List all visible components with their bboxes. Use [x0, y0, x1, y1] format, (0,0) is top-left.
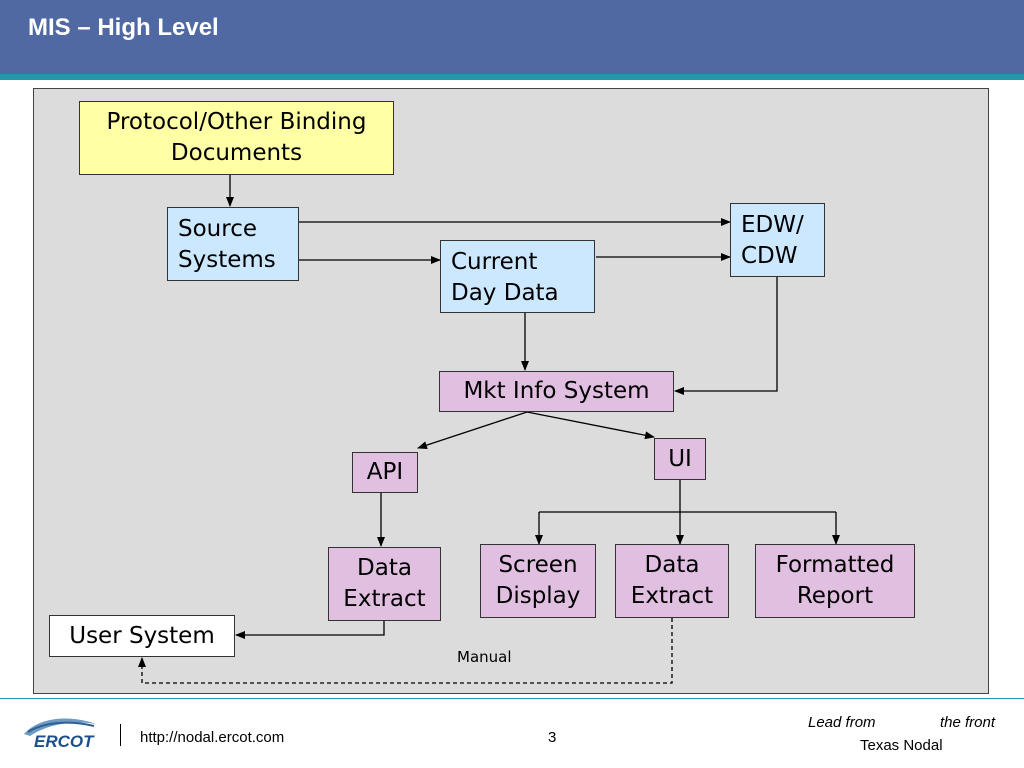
node-mkt-info-system: Mkt Info System: [439, 371, 674, 412]
node-formatted-report: Formatted Report: [755, 544, 915, 618]
node-data-extract-api: Data Extract: [328, 547, 441, 621]
footer-separator: [120, 724, 121, 746]
edge-mis-to-api: [417, 411, 528, 449]
ercot-logo: ERCOT: [24, 718, 96, 751]
logo-text: ERCOT: [34, 732, 95, 751]
node-screen-display: Screen Display: [480, 544, 596, 618]
node-protocol-documents: Protocol/Other Binding Documents: [79, 101, 394, 175]
page-number: 3: [548, 729, 557, 746]
edge-mis-to-ui: [526, 411, 655, 440]
node-edw-cdw: EDW/ CDW: [730, 203, 825, 277]
node-current-day-data: Current Day Data: [440, 240, 595, 313]
slide-header: [0, 0, 1024, 74]
edge-edw-to-mis: [674, 277, 778, 395]
edge-label-manual: Manual: [457, 648, 512, 666]
node-data-extract-ui: Data Extract: [615, 544, 729, 618]
edge-manual-to-user: [138, 618, 673, 684]
tagline-right: the front: [940, 714, 996, 731]
tagline-left: Lead from: [808, 714, 876, 731]
node-ui: UI: [654, 438, 706, 480]
footer-program: Texas Nodal: [860, 737, 943, 754]
node-source-systems: Source Systems: [167, 207, 299, 281]
node-api: API: [352, 452, 418, 493]
footer-url[interactable]: http://nodal.ercot.com: [140, 729, 285, 746]
slide-title: MIS – High Level: [28, 14, 219, 41]
edge-extract-to-user: [235, 621, 385, 639]
header-accent-stripe: [0, 74, 1024, 80]
footer-divider: [0, 698, 1024, 699]
node-user-system: User System: [49, 615, 235, 657]
